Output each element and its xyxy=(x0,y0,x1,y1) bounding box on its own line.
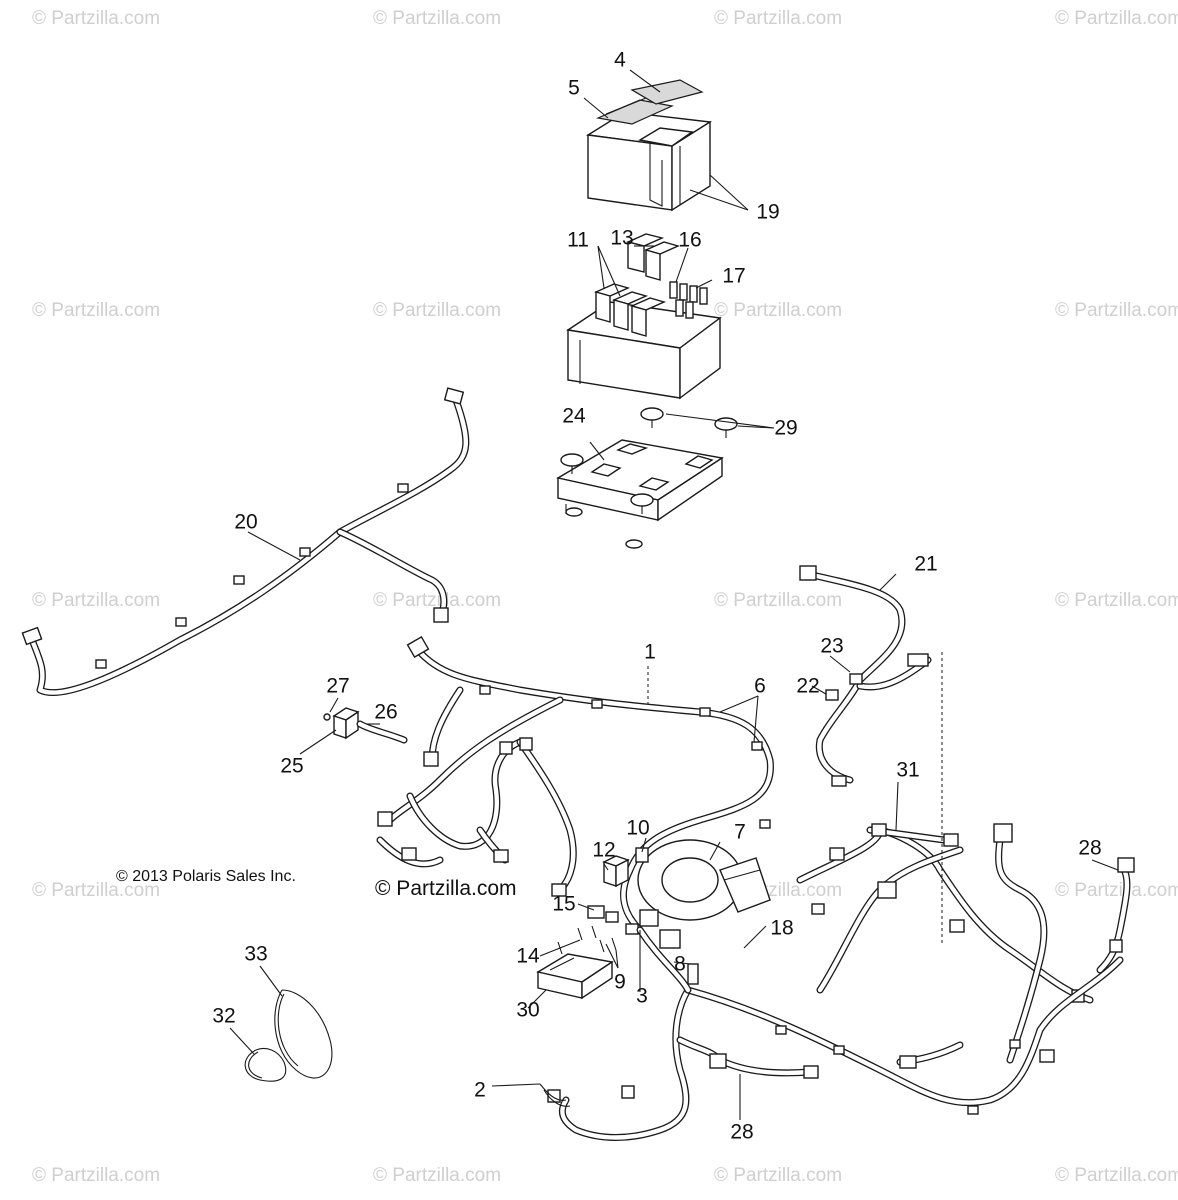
tie-strap-icon xyxy=(557,925,617,955)
callout-13: 13 xyxy=(610,226,634,250)
connector-icon xyxy=(377,635,771,897)
callout-4: 4 xyxy=(614,48,626,72)
callout-20: 20 xyxy=(234,510,258,534)
module-icon xyxy=(323,707,408,744)
fuse-cover-decal-icon xyxy=(630,79,704,105)
watermark: © Partzilla.com xyxy=(373,8,502,29)
callout-15: 15 xyxy=(552,892,576,916)
callout-22: 22 xyxy=(796,674,820,698)
callout-24: 24 xyxy=(562,404,586,428)
watermark: © Partzilla.com xyxy=(373,300,502,321)
fuse-box-cover-icon xyxy=(585,79,713,212)
connector-icon xyxy=(21,387,465,669)
watermark: © Partzilla.com xyxy=(714,8,843,29)
watermark: © Partzilla.com xyxy=(714,590,843,611)
connector-icon xyxy=(799,565,1135,1063)
callout-16: 16 xyxy=(678,228,702,252)
fuse-icon xyxy=(669,281,708,319)
callout-11: 11 xyxy=(567,228,589,252)
callout-28-bottom: 28 xyxy=(730,1120,754,1144)
watermark: © Partzilla.com xyxy=(714,300,843,321)
watermark: © Partzilla.com xyxy=(373,1165,502,1186)
callout-5: 5 xyxy=(568,76,580,100)
watermark: © Partzilla.com xyxy=(373,590,502,611)
watermark: © Partzilla.com xyxy=(1055,300,1178,321)
copyright-notice: © 2013 Polaris Sales Inc. xyxy=(116,868,296,885)
callout-27: 27 xyxy=(326,674,350,698)
wire-harness-icon xyxy=(539,1083,571,1107)
watermark: © Partzilla.com xyxy=(32,590,161,611)
callout-21: 21 xyxy=(914,552,938,576)
watermark: © Partzilla.com xyxy=(1055,880,1178,901)
callout-25: 25 xyxy=(280,754,304,778)
callout-30: 30 xyxy=(516,998,540,1022)
watermark: © Partzilla.com xyxy=(1055,8,1178,29)
relay-module-icon xyxy=(566,233,722,400)
wire-harness-icon xyxy=(796,570,1131,1064)
callout-19: 19 xyxy=(756,200,780,224)
callout-9: 9 xyxy=(614,970,626,994)
callout-12: 12 xyxy=(592,838,616,862)
callout-33: 33 xyxy=(244,942,268,966)
callout-18: 18 xyxy=(770,916,794,940)
connector-icon xyxy=(547,963,1021,1115)
callout-28-right: 28 xyxy=(1078,836,1102,860)
callout-26: 26 xyxy=(374,700,398,724)
watermark: © Partzilla.com xyxy=(32,880,161,901)
callout-7: 7 xyxy=(734,820,746,844)
callout-32: 32 xyxy=(212,1004,236,1028)
push-rivet-icon xyxy=(560,407,738,514)
watermark: © Partzilla.com xyxy=(32,300,161,321)
mounting-bracket-icon xyxy=(556,439,724,549)
callout-23: 23 xyxy=(820,634,844,658)
callout-31: 31 xyxy=(896,758,920,782)
callout-1: 1 xyxy=(644,640,656,664)
watermark: © Partzilla.com xyxy=(32,8,161,29)
watermark: © Partzilla.com xyxy=(1055,590,1178,611)
callout-17: 17 xyxy=(722,264,746,288)
tie-strap-icon xyxy=(244,989,333,1082)
callout-29: 29 xyxy=(774,416,798,440)
wire-harness-icon xyxy=(376,646,774,934)
steering-cluster-icon xyxy=(637,839,771,949)
relay-icon xyxy=(593,233,681,337)
watermark: © Partzilla.com xyxy=(1055,1165,1178,1186)
brand-caption: © Partzilla.com xyxy=(375,877,517,900)
callout-10: 10 xyxy=(626,816,650,840)
ecu-module-icon xyxy=(536,953,614,1000)
watermark: © Partzilla.com xyxy=(714,1165,843,1186)
callout-2: 2 xyxy=(474,1078,486,1102)
callout-14: 14 xyxy=(516,944,540,968)
callout-8: 8 xyxy=(674,952,686,976)
relay-icon xyxy=(587,847,649,935)
leader-lines xyxy=(229,69,1119,1120)
callout-6: 6 xyxy=(754,674,766,698)
callout-3: 3 xyxy=(636,984,648,1008)
wire-harness-icon xyxy=(28,396,470,697)
watermark: © Partzilla.com xyxy=(32,1165,161,1186)
